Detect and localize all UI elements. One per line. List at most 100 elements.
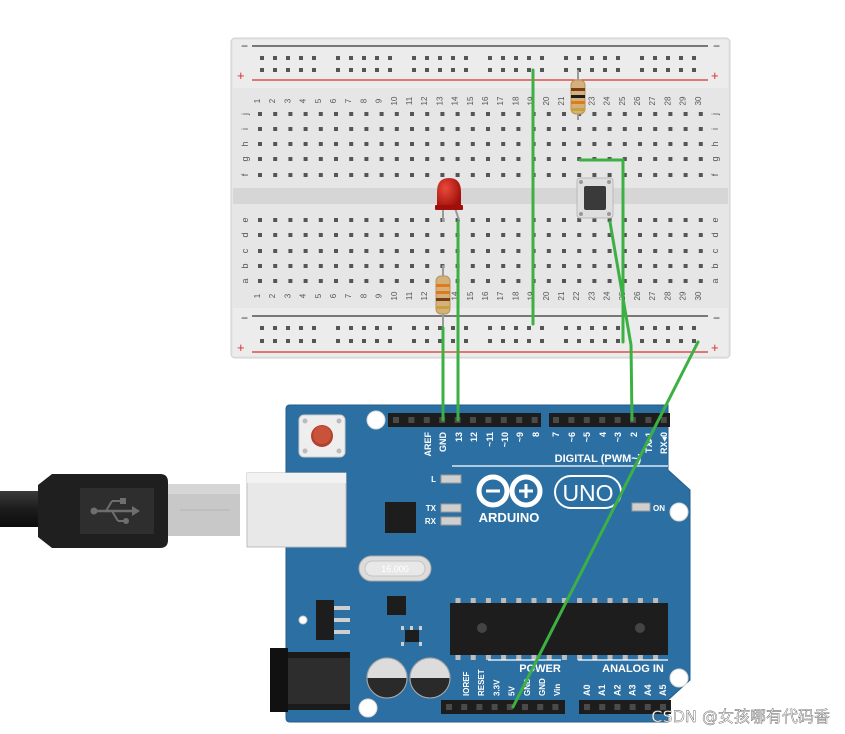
wire-5v [511, 340, 700, 709]
rail-hole [425, 56, 429, 60]
breadboard-hole [349, 264, 354, 268]
chip-pin [592, 598, 598, 603]
header-pin[interactable] [583, 417, 590, 423]
header-pin[interactable] [645, 417, 652, 423]
power-pin[interactable] [491, 704, 498, 710]
arduino-brand: ARDUINO [479, 510, 540, 525]
breadboard-hole [410, 157, 414, 161]
breadboard-hole [683, 218, 688, 222]
power-pin[interactable] [476, 704, 483, 710]
header-pin[interactable] [531, 417, 538, 423]
rail-hole [692, 56, 696, 60]
breadboard-hole [653, 233, 658, 237]
analog-pin-label: A1 [597, 684, 607, 696]
power-pin-label: RESET [477, 669, 486, 696]
breadboard-hole [273, 173, 278, 177]
header-pin[interactable] [614, 417, 621, 423]
breadboard-hole [410, 173, 414, 177]
power-pin[interactable] [506, 704, 513, 710]
reset-button[interactable] [298, 414, 346, 458]
header-pin[interactable] [408, 417, 415, 423]
breadboard-hole [668, 127, 673, 131]
breadboard-hole [470, 157, 475, 161]
on-label: ON [653, 504, 665, 513]
analog-pin[interactable] [644, 704, 651, 710]
digital-pin-label: 8 [531, 432, 541, 437]
breadboard-hole [638, 264, 642, 268]
power-pin[interactable] [552, 704, 559, 710]
rail-hole [564, 339, 568, 343]
rail-hole [425, 339, 429, 343]
rail-hole [577, 326, 581, 330]
header-pin[interactable] [568, 417, 575, 423]
digital-pin-label: 2 [629, 432, 639, 437]
header-pin[interactable] [485, 417, 492, 423]
chip-pin [607, 598, 613, 603]
analog-pin[interactable] [599, 704, 606, 710]
mounting-hole [366, 410, 386, 430]
breadboard-hole [698, 142, 703, 146]
rail-hole [425, 326, 429, 330]
header-pin[interactable] [553, 417, 559, 423]
power-pin[interactable] [522, 704, 528, 710]
power-pin[interactable] [537, 704, 544, 710]
breadboard-hole [577, 279, 582, 283]
rail-hole [640, 326, 644, 330]
breadboard-hole [258, 279, 262, 283]
breadboard-hole [425, 233, 430, 237]
pushbutton[interactable] [576, 177, 614, 219]
breadboard-hole [562, 142, 566, 146]
breadboard-hole [258, 264, 262, 268]
breadboard-hole [683, 249, 688, 253]
bottom-column-number: 14 [451, 291, 460, 300]
chip-pin [622, 598, 628, 603]
breadboard-hole [592, 249, 597, 253]
led-tx-label: TX [426, 504, 437, 513]
analog-pin[interactable] [660, 704, 666, 710]
breadboard-hole [562, 264, 566, 268]
analog-header-label: ANALOG IN [602, 663, 664, 675]
breadboard-hole [516, 249, 521, 253]
rail-hole [312, 339, 316, 343]
header-pin[interactable] [393, 417, 399, 423]
breadboard-hole [638, 142, 642, 146]
header-pin[interactable] [660, 417, 667, 423]
breadboard-hole [258, 112, 262, 116]
rail-hole [362, 56, 366, 60]
analog-pin[interactable] [584, 704, 590, 710]
top-column-number: 5 [314, 98, 323, 103]
rail-hole [286, 326, 290, 330]
breadboard-hole [592, 173, 597, 177]
header-pin[interactable] [500, 417, 507, 423]
breadboard-hole [486, 127, 490, 131]
top-column-number: 23 [587, 96, 596, 105]
header-pin[interactable] [470, 417, 476, 423]
breadboard-hole [364, 233, 369, 237]
breadboard-hole [318, 264, 323, 268]
power-pin[interactable] [446, 704, 452, 710]
header-pin[interactable] [423, 417, 430, 423]
analog-pin[interactable] [629, 704, 636, 710]
breadboard-hole [486, 142, 490, 146]
top-column-number: 28 [663, 96, 672, 105]
breadboard-hole [334, 127, 338, 131]
header-pin[interactable] [599, 417, 606, 423]
bottom-column-number: 22 [572, 291, 581, 300]
crystal-oscillator: 16.000 [358, 555, 432, 582]
header-pin[interactable] [516, 417, 523, 423]
analog-pin[interactable] [614, 704, 621, 710]
right-row-letter: h [710, 141, 720, 146]
chip-pin [485, 598, 491, 603]
breadboard-hole [379, 112, 384, 116]
breadboard-hole [410, 264, 414, 268]
breadboard-hole [668, 112, 673, 116]
breadboard-hole [273, 249, 278, 253]
watermark: CSDN @女孩哪有代码香 [651, 707, 830, 726]
breadboard-hole [349, 127, 354, 131]
breadboard-hole [622, 127, 627, 131]
power-pin[interactable] [461, 704, 468, 710]
bottom-left-minus-label: − [241, 311, 248, 325]
chip-pin [501, 655, 507, 660]
